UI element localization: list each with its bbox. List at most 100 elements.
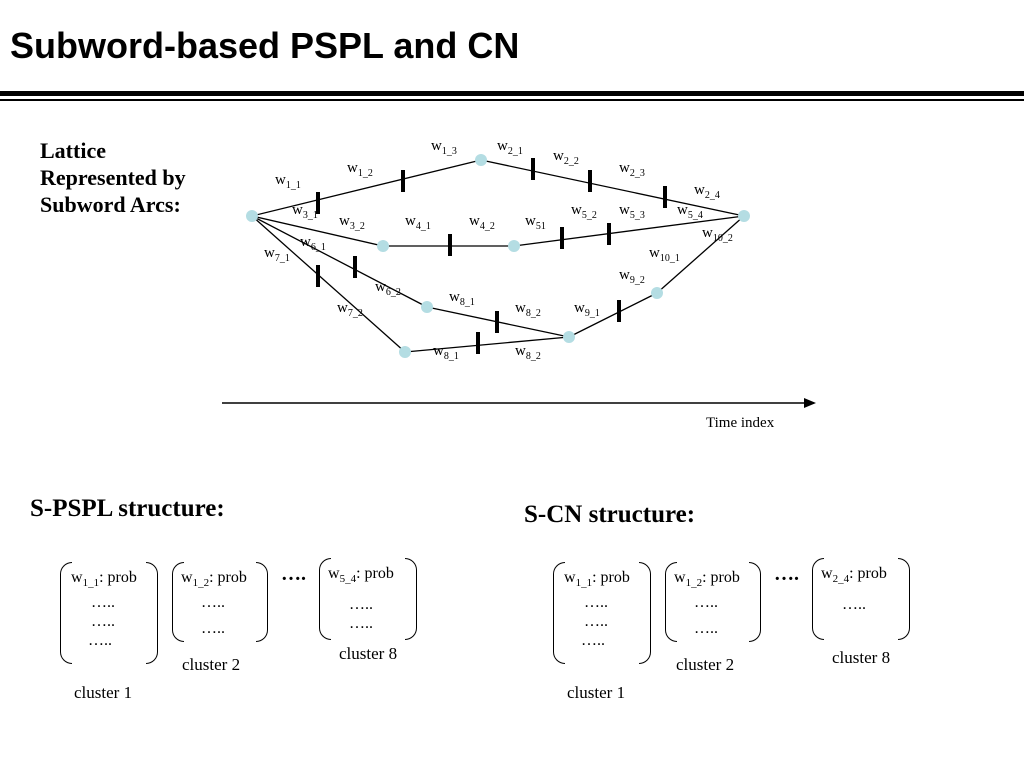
lattice-nodes xyxy=(246,154,750,358)
subword-boundary-mark xyxy=(476,332,480,354)
subword-boundary-mark xyxy=(607,223,611,245)
arc-label: w2_4 xyxy=(694,182,720,201)
lattice-caption-line: Represented by xyxy=(40,165,186,190)
cluster-dots: ….. xyxy=(584,594,608,611)
arc-label: w7_1 xyxy=(264,245,290,264)
cluster-dots: ….. xyxy=(88,632,112,649)
cluster-entry: w1_1: prob xyxy=(564,569,630,589)
arc-label: w10_2 xyxy=(702,225,733,244)
arc-label: w8_2 xyxy=(515,343,541,362)
lattice-arc xyxy=(251,215,428,308)
arc-label: w2_3 xyxy=(619,160,645,179)
pspl-cluster-2: w1_2: prob ….. ….. xyxy=(172,562,268,642)
pspl-cluster-8-caption: cluster 8 xyxy=(339,644,398,663)
arc-label: w6_1 xyxy=(300,234,326,253)
arc-label: w3_1 xyxy=(292,202,318,221)
arc-label: w9_2 xyxy=(619,267,645,286)
cluster-dots: ….. xyxy=(349,615,373,632)
slide-title: Subword-based PSPL and CN xyxy=(10,25,520,66)
arc-label: w4_2 xyxy=(469,213,495,232)
cluster-dots: ….. xyxy=(584,613,608,630)
cluster-entry: w5_4: prob xyxy=(328,565,394,585)
lattice-node xyxy=(475,154,487,166)
lattice-node xyxy=(421,301,433,313)
subword-boundary-mark xyxy=(401,170,405,192)
lattice-node xyxy=(508,240,520,252)
lattice-arc xyxy=(568,292,658,338)
arc-label: w1_3 xyxy=(431,138,457,157)
lattice-arc xyxy=(251,215,384,247)
cn-cluster-1-caption: cluster 1 xyxy=(567,683,626,702)
arc-label: w4_1 xyxy=(405,213,431,232)
cluster-dots: ….. xyxy=(91,594,115,611)
cluster-dots: ….. xyxy=(581,632,605,649)
lattice-arc xyxy=(251,215,406,353)
subword-boundary-mark xyxy=(588,170,592,192)
arc-label: w5_2 xyxy=(571,202,597,221)
lattice-arc xyxy=(656,215,745,294)
subword-boundary-mark xyxy=(316,192,320,214)
title-rule-thick xyxy=(0,91,1024,96)
lattice-node xyxy=(651,287,663,299)
arc-label: w1_1 xyxy=(275,172,301,191)
subword-boundary-mark xyxy=(531,158,535,180)
subword-boundary-mark xyxy=(353,256,357,278)
lattice-arc xyxy=(513,215,745,247)
lattice-arc xyxy=(404,336,570,353)
time-axis-label: Time index xyxy=(706,415,775,431)
lattice-arc xyxy=(480,159,745,217)
cn-cluster-1: w1_1: prob ….. ….. ….. xyxy=(553,562,651,664)
cluster-entry: w1_2: prob xyxy=(181,569,247,589)
cn-ellipsis: …. xyxy=(774,563,799,585)
lattice-arc xyxy=(251,159,482,217)
pspl-cluster-8: w5_4: prob ….. ….. xyxy=(319,558,417,640)
pspl-cluster-1: w1_1: prob ….. ….. ….. xyxy=(60,562,158,664)
cluster-dots: ….. xyxy=(349,596,373,613)
lattice-edges xyxy=(251,159,745,353)
cn-cluster-8-caption: cluster 8 xyxy=(832,648,891,667)
pspl-heading: S-PSPL structure: xyxy=(30,495,225,522)
lattice-node xyxy=(738,210,750,222)
cluster-dots: ….. xyxy=(91,613,115,630)
cn-cluster-2-caption: cluster 2 xyxy=(676,655,735,674)
arc-label: w5_3 xyxy=(619,202,645,221)
cluster-dots: ….. xyxy=(201,594,225,611)
subword-boundary-mark xyxy=(617,300,621,322)
arc-label: w8_1 xyxy=(433,343,459,362)
lattice-node xyxy=(246,210,258,222)
arc-label: w2_1 xyxy=(497,138,523,157)
lattice-caption-line: Lattice xyxy=(40,138,106,163)
subword-boundary-mark xyxy=(663,186,667,208)
cluster-dots: ….. xyxy=(201,620,225,637)
title-rule-thin xyxy=(0,99,1024,101)
subword-boundary-mark xyxy=(448,234,452,256)
lattice-node xyxy=(399,346,411,358)
arc-label: w7_2 xyxy=(337,300,363,319)
cn-heading: S-CN structure: xyxy=(524,501,696,528)
cluster-dots: ….. xyxy=(694,620,718,637)
arc-label: w9_1 xyxy=(574,300,600,319)
arc-label: w8_2 xyxy=(515,300,541,319)
cluster-entry: w1_2: prob xyxy=(674,569,740,589)
pspl-cluster-2-caption: cluster 2 xyxy=(182,655,241,674)
arc-label: w10_1 xyxy=(649,245,680,264)
arc-label: w51 xyxy=(525,213,546,232)
cn-cluster-2: w1_2: prob ….. ….. xyxy=(665,562,761,642)
arc-label: w5_4 xyxy=(677,202,703,221)
cluster-entry: w2_4: prob xyxy=(821,565,887,585)
lattice-node xyxy=(377,240,389,252)
cluster-dots: ….. xyxy=(694,594,718,611)
subword-boundary-mark xyxy=(316,265,320,287)
lattice-caption: Lattice Represented by Subword Arcs: xyxy=(40,137,186,218)
arc-label: w8_1 xyxy=(449,289,475,308)
pspl-cluster-1-caption: cluster 1 xyxy=(74,683,133,702)
arc-label: w1_2 xyxy=(347,160,373,179)
pspl-ellipsis: …. xyxy=(281,563,306,585)
subword-boundary-mark xyxy=(495,311,499,333)
subword-boundary-mark xyxy=(560,227,564,249)
cn-cluster-8: w2_4: prob ….. xyxy=(812,558,910,640)
arc-label: w6_2 xyxy=(375,279,401,298)
lattice-node xyxy=(563,331,575,343)
